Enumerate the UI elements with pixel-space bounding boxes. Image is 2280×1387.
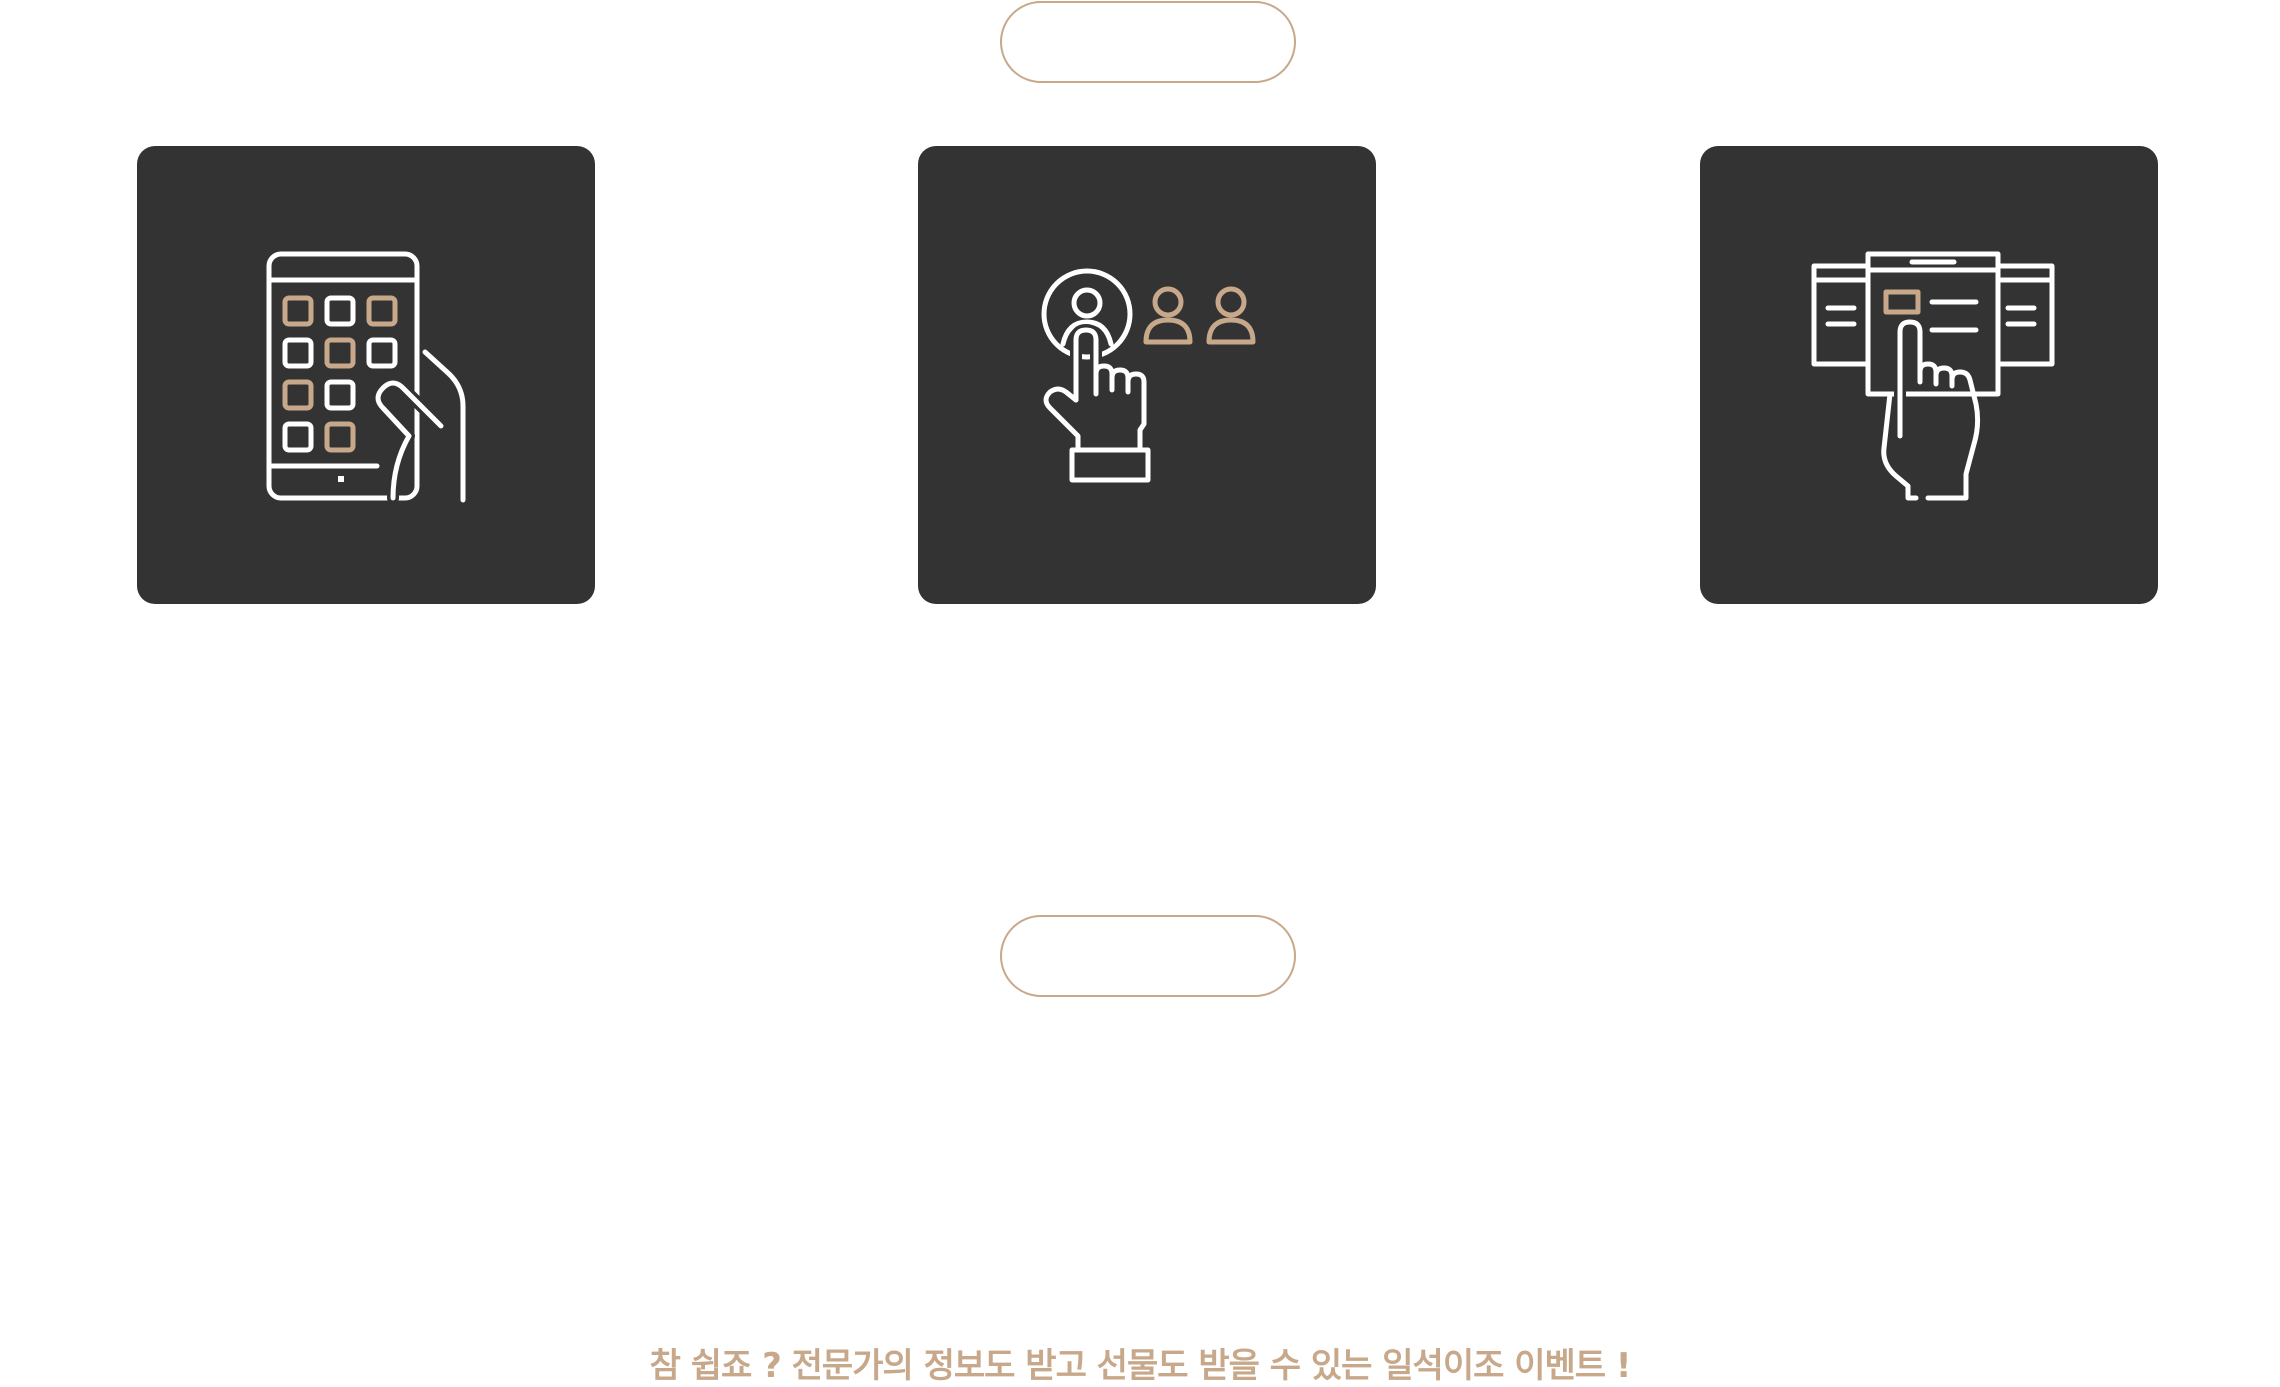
top-pill-button[interactable] [1000,1,1296,83]
step-card-1 [137,146,595,604]
phone-app-grid-icon [266,251,466,504]
hand-swipe-card-icon [1811,251,2055,501]
mid-pill-button[interactable] [1000,915,1296,997]
step-card-3 [1700,146,2158,604]
event-tagline: 참 쉽죠 ? 전문가의 정보도 받고 선물도 받을 수 있는 일석이조 이벤트 … [649,1346,1632,1386]
touch-select-user-icon [1041,268,1256,483]
step-card-2 [918,146,1376,604]
